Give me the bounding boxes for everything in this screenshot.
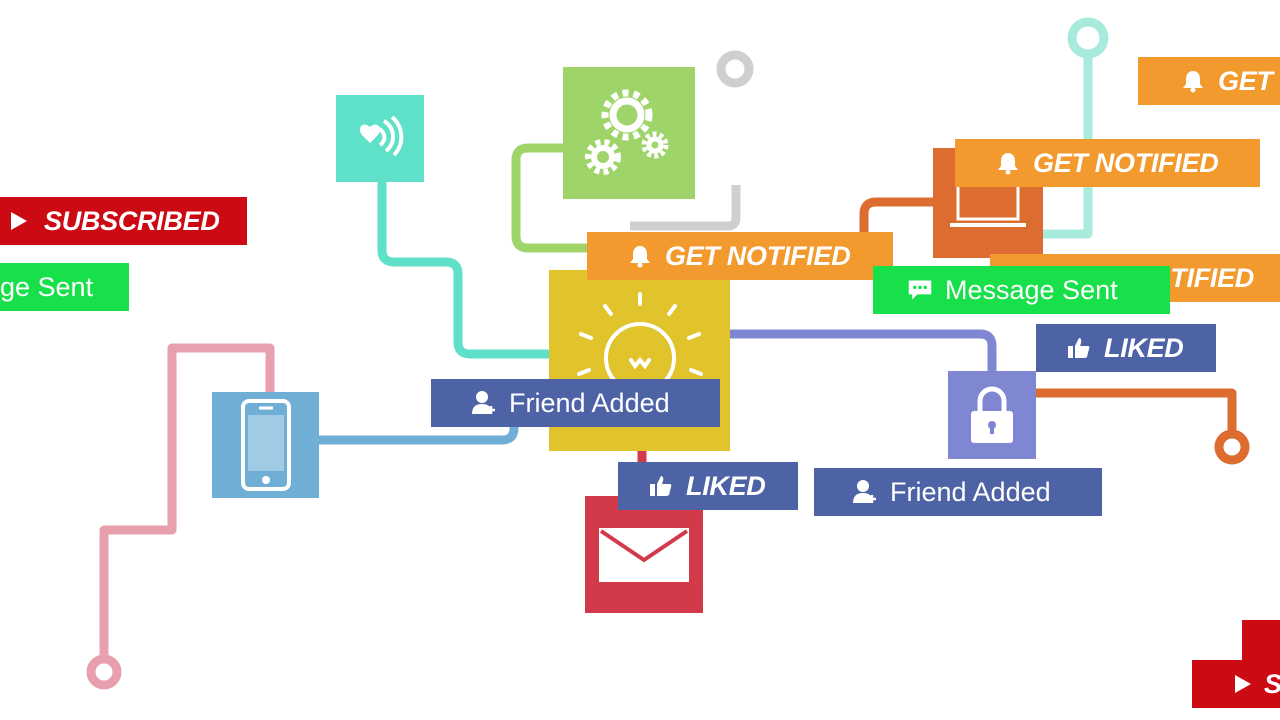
- play-icon: [1230, 671, 1256, 697]
- badge-label: S: [1264, 668, 1280, 699]
- thumbs-up-icon: [1066, 335, 1092, 361]
- subscribed-badge-bottom-right: S: [1192, 660, 1280, 708]
- gray-connector-node: [716, 50, 754, 88]
- lock-tile: [948, 371, 1036, 459]
- gray-connector-line: [630, 185, 741, 231]
- pink-connector-node: [86, 654, 122, 690]
- wifi-tile: [336, 95, 424, 182]
- friend-added-badge-center: Friend Added: [431, 379, 720, 427]
- bell-icon: [995, 150, 1021, 176]
- badge-label: Friend Added: [509, 387, 670, 418]
- badge-label: GET NOTIFIED: [1033, 147, 1219, 178]
- smartphone-icon: [240, 399, 291, 491]
- smartphone-tile: [212, 392, 319, 498]
- sky-connector-line: [318, 423, 519, 445]
- badge-label: GET NOTIFIED: [665, 240, 851, 271]
- friend-added-badge-right: Friend Added: [814, 468, 1102, 516]
- add-user-icon: [852, 479, 878, 505]
- get-notified-badge-right: GET NOTIFIED: [955, 139, 1260, 187]
- get-notified-badge-top-right: GET N: [1138, 57, 1280, 105]
- pink-connector-line: [99, 343, 275, 660]
- lock-icon: [967, 385, 1017, 445]
- rust-connector-node: [1214, 429, 1250, 465]
- play-icon: [6, 208, 32, 234]
- badge-label: Friend Added: [890, 476, 1051, 507]
- rust-connector-line: [1036, 388, 1237, 434]
- mint-connector-node: [1067, 17, 1109, 59]
- wifi-icon: [352, 111, 408, 167]
- orange-connector-line: [859, 197, 936, 232]
- badge-label: LIKED: [686, 470, 766, 501]
- envelope-tile: [585, 496, 703, 613]
- message-sent-badge-left: ge Sent: [0, 263, 129, 311]
- badge-label: TIFIED: [1170, 262, 1254, 293]
- badge-label: SUBSCRIBED: [44, 205, 220, 236]
- badge-label: ge Sent: [0, 271, 94, 302]
- gears-tile: [563, 67, 695, 199]
- bell-icon: [627, 243, 653, 269]
- subscribed-badge-left: SUBSCRIBED: [0, 197, 247, 245]
- bell-icon: [1180, 68, 1206, 94]
- add-user-icon: [471, 390, 497, 416]
- chat-icon: [907, 277, 933, 303]
- teal-connector-line: [377, 180, 552, 359]
- message-sent-badge-right: Message Sent: [873, 266, 1170, 314]
- badge-label: LIKED: [1104, 332, 1184, 363]
- mint-connector-line: [1040, 54, 1093, 239]
- thumbs-up-icon: [648, 473, 674, 499]
- envelope-icon: [599, 527, 689, 582]
- badge-label: Message Sent: [945, 274, 1118, 305]
- liked-badge-center: LIKED: [618, 462, 798, 510]
- lime-connector-line: [511, 143, 592, 253]
- gears-icon: [579, 83, 679, 183]
- get-notified-badge-center: GET NOTIFIED: [587, 232, 893, 280]
- subscribed-badge-bottom-right-back: [1242, 620, 1280, 664]
- badge-label: GET N: [1218, 65, 1280, 96]
- lavender-connector-line: [730, 329, 997, 372]
- liked-badge-right: LIKED: [1036, 324, 1216, 372]
